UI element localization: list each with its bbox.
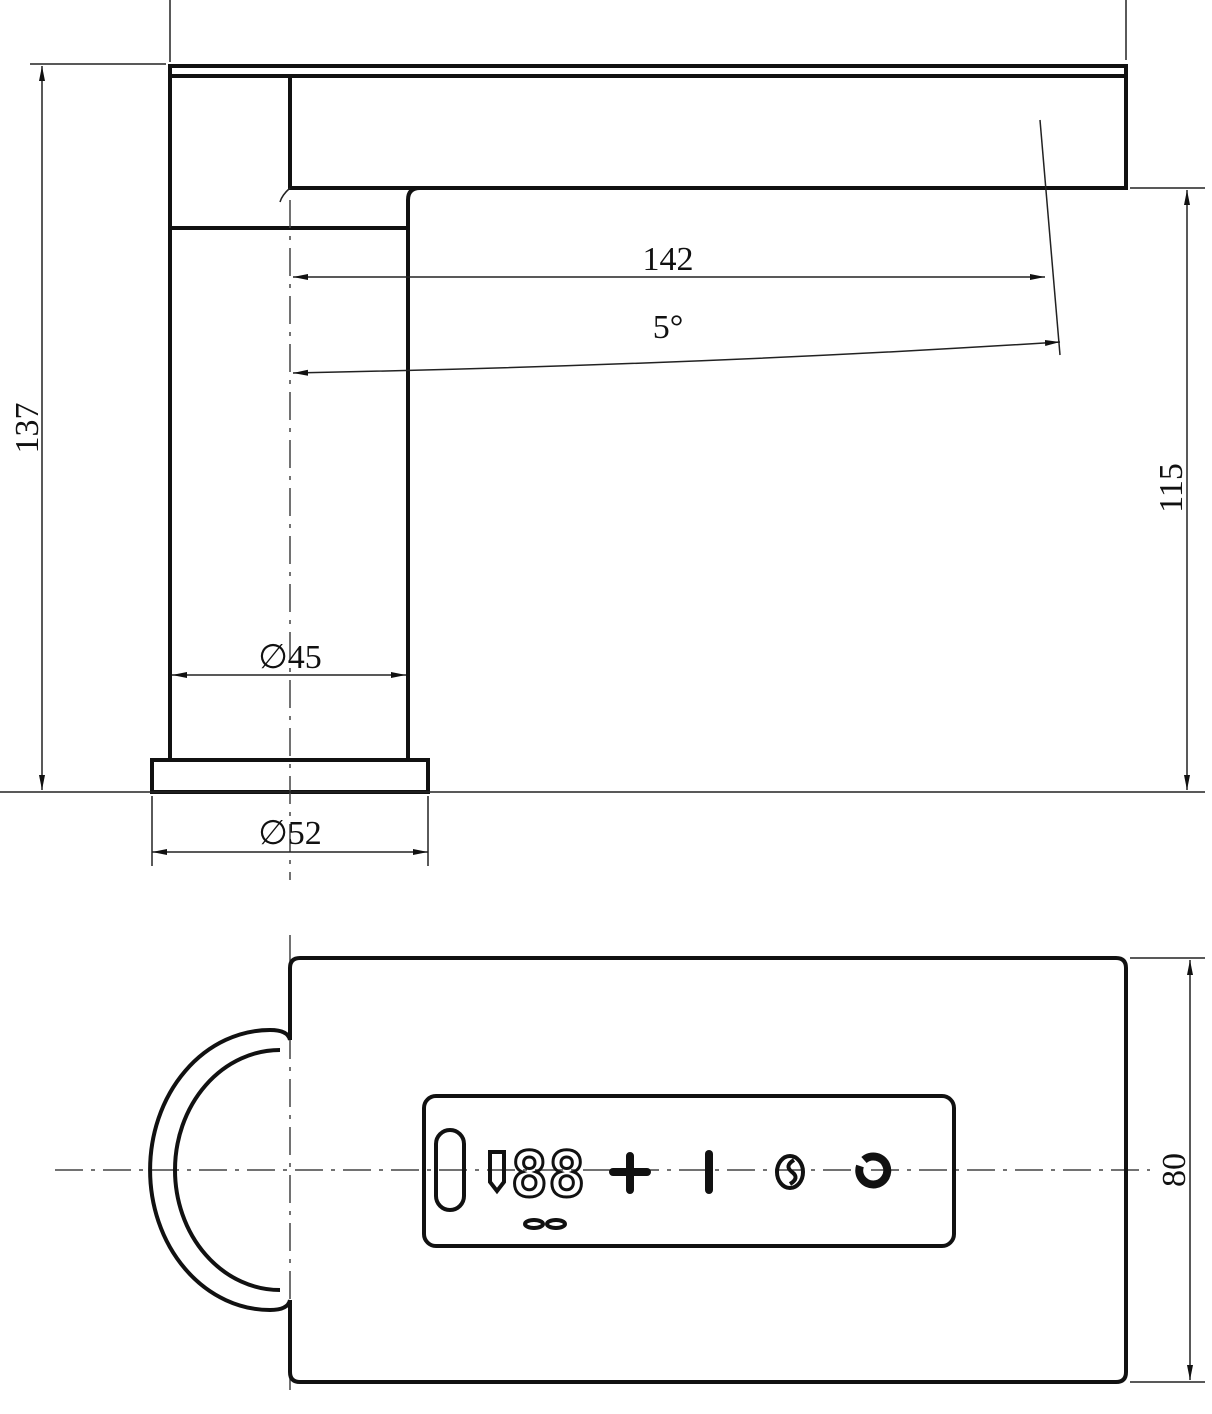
top-view: 80 88	[55, 935, 1205, 1390]
top-body-outline	[288, 956, 1128, 1384]
spout-angle-label: 5°	[653, 309, 684, 346]
base-diameter-label: ∅52	[258, 815, 322, 852]
control-panel: 88	[422, 1094, 956, 1248]
spout-reach-label: 142	[643, 241, 694, 278]
side-view: 142 5° 137 115 ∅45 ∅52	[0, 0, 1205, 880]
sensor-window-icon	[434, 1128, 466, 1212]
cycle-icon[interactable]	[775, 1154, 805, 1191]
digit-display: 88	[509, 1137, 587, 1230]
spout-height-label: 115	[1153, 463, 1190, 513]
body-width-label: 80	[1156, 1153, 1193, 1187]
spout-top-edge	[168, 64, 1128, 78]
pencil-icon	[488, 1150, 506, 1195]
plus-icon[interactable]	[609, 1152, 651, 1194]
power-icon[interactable]	[855, 1152, 892, 1189]
display-digits: 88	[511, 1138, 586, 1211]
handle-inner	[173, 1048, 281, 1292]
spout-outline	[288, 76, 1126, 190]
body-diameter-label: ∅45	[258, 639, 322, 676]
total-height-label: 137	[9, 403, 46, 454]
handle-outer	[148, 1027, 292, 1313]
